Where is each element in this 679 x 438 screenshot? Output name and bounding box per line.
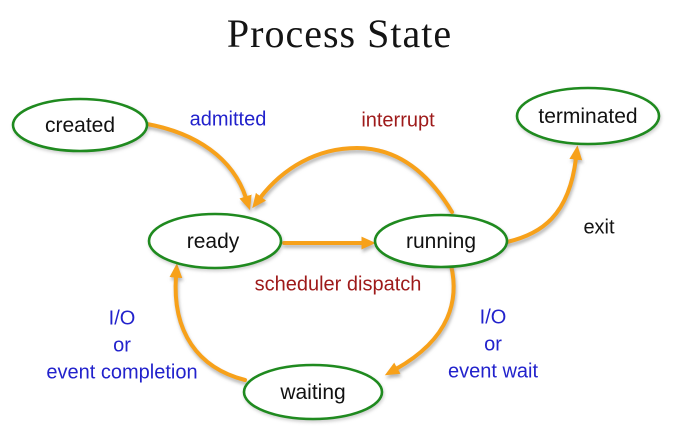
- state-label-terminated: terminated: [538, 104, 638, 128]
- state-label-waiting: waiting: [280, 380, 346, 404]
- transition-arrows: [145, 122, 583, 382]
- arrow-exit-running-to-terminated: [505, 145, 583, 244]
- diagram-title: Process State: [226, 11, 453, 56]
- state-ellipse-running: [373, 213, 509, 269]
- state-ellipse-created: [11, 97, 149, 153]
- state-ellipses: [11, 86, 661, 421]
- state-ellipse-terminated: [515, 86, 661, 146]
- transition-label-exit: exit: [583, 216, 615, 239]
- state-label-running: running: [405, 229, 477, 253]
- state-label-created: created: [44, 113, 116, 137]
- state-ellipse-waiting: [242, 363, 384, 421]
- state-ellipse-ready: [147, 212, 283, 270]
- arrow-admitted-created-to-ready: [145, 122, 252, 211]
- state-label-ready: ready: [186, 229, 240, 253]
- arrow-event-wait-running-to-waiting: [384, 263, 456, 376]
- transition-label-event-wait: I/O or event wait: [447, 306, 539, 383]
- transition-label-interrupt: interrupt: [361, 109, 435, 132]
- arrow-interrupt-running-to-ready: [252, 145, 454, 214]
- transition-label-scheduler-dispatch: scheduler dispatch: [254, 273, 422, 296]
- transition-label-admitted: admitted: [189, 108, 267, 131]
- transition-label-event-completion: I/O or event completion: [46, 307, 198, 384]
- arrow-event-completion-waiting-to-ready: [169, 263, 247, 382]
